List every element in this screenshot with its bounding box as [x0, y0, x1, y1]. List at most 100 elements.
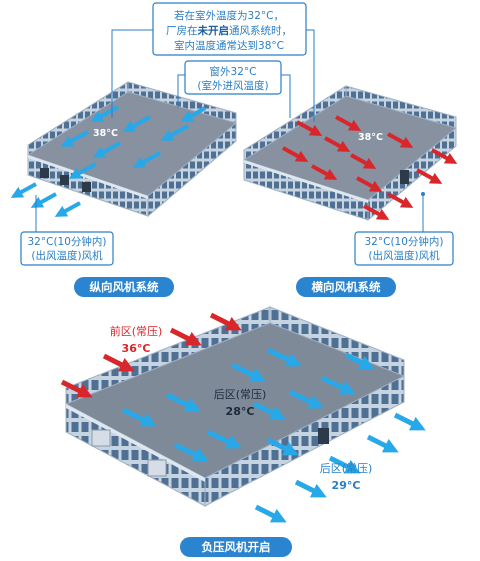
bottom-building: 前区(常压) 36°C 后区(常压) 28°C 后区(常压) 29°C — [60, 306, 426, 523]
right-building-front-parapet — [244, 160, 368, 203]
section-label-negative-pressure: 负压风机开启 — [180, 537, 292, 557]
airflow-arrow — [363, 204, 390, 220]
airflow-arrow — [296, 120, 323, 136]
airflow-arrow — [68, 162, 97, 179]
top-callout-leader-right — [306, 29, 315, 122]
airflow-arrow — [206, 429, 242, 449]
airflow-arrow — [54, 201, 81, 217]
longitudinal-pill — [74, 277, 174, 297]
left-building-temp: 38°C — [93, 128, 118, 139]
airflow-arrow — [209, 312, 242, 331]
window-callout-box — [184, 60, 282, 95]
left-building-fan — [60, 175, 69, 185]
mid-zone-temp: 28°C — [226, 405, 255, 418]
top-callout-box — [152, 2, 307, 56]
mid-zone-label: 后区(常压) — [214, 388, 267, 401]
top-callout-line2: 厂房在未开启通风系统时， — [166, 24, 292, 37]
left-outlet-label-line2: (出风温度)风机 — [31, 249, 103, 262]
airflow-arrow — [344, 352, 375, 370]
airflow-arrow — [60, 379, 93, 398]
airflow-arrow — [230, 362, 266, 382]
longitudinal-label: 纵向风机系统 — [90, 280, 159, 294]
airflow-arrow — [328, 455, 361, 474]
bottom-building-floor — [66, 323, 404, 478]
left-building-fan — [82, 182, 91, 192]
airflow-arrow — [160, 124, 189, 141]
bottom-building-front-parapet — [66, 404, 205, 482]
airflow-arrow — [180, 106, 207, 123]
bottom-building-door — [147, 459, 167, 477]
top-callout: 若在室外温度为32°C， 厂房在未开启通风系统时， 室内温度通常达到38°C — [111, 2, 315, 122]
negative-pressure-pill — [180, 537, 292, 557]
top-callout-leader-left — [111, 29, 153, 118]
right-building-temp: 38°C — [358, 132, 383, 143]
airflow-arrow — [90, 105, 119, 122]
right-building-fan — [400, 170, 409, 184]
back-zone-temp: 29°C — [332, 479, 361, 492]
transverse-pill — [296, 277, 396, 297]
right-outlet-label-line2: (出风温度)风机 — [368, 249, 440, 262]
airflow-arrow — [122, 115, 151, 132]
airflow-arrow — [335, 115, 362, 131]
right-building-airflow-arrows — [282, 115, 458, 220]
airflow-arrow — [282, 146, 309, 162]
back-zone-label: 后区(常压) — [320, 462, 373, 475]
airflow-arrow — [165, 392, 201, 412]
airflow-arrow — [10, 182, 37, 198]
window-callout-leader-left — [177, 74, 185, 108]
front-zone-label: 前区(常压) — [110, 324, 163, 338]
bottom-building-fan — [318, 428, 329, 444]
airflow-arrow — [320, 375, 356, 395]
airflow-arrow — [431, 148, 458, 164]
bottom-building-door — [91, 429, 111, 447]
right-outlet-label-line1: 32°C(10分钟内) — [365, 235, 444, 248]
airflow-arrow — [169, 327, 202, 346]
airflow-arrow — [366, 434, 399, 453]
airflow-arrow — [387, 132, 414, 148]
window-callout-line2: (室外进风温度) — [197, 79, 268, 92]
transverse-label: 横向风机系统 — [312, 280, 381, 294]
section-label-transverse: 横向风机系统 — [296, 277, 396, 297]
airflow-arrow — [252, 401, 286, 420]
bottom-intake-arrows — [60, 312, 242, 398]
left-building-fan — [40, 168, 49, 178]
right-outlet-leader-dot — [421, 192, 425, 196]
bottom-building-left-wall — [65, 306, 271, 405]
airflow-arrow — [350, 153, 377, 169]
airflow-arrow — [288, 389, 324, 409]
window-callout-line1: 窗外32°C — [210, 65, 257, 78]
section-label-longitudinal: 纵向风机系统 — [74, 277, 174, 297]
airflow-arrow — [132, 151, 161, 168]
airflow-arrow — [60, 130, 89, 147]
airflow-arrow — [173, 442, 209, 462]
airflow-arrow — [387, 192, 414, 208]
right-building-left-wall — [243, 85, 347, 161]
left-outlet-label-line1: 32°C(10分钟内) — [28, 235, 107, 248]
window-callout-leader-right — [281, 74, 291, 118]
right-building: 38°C 32°C(10分钟内) (出风温度)风机 — [243, 85, 458, 266]
airflow-arrow — [416, 168, 443, 184]
left-building: 38°C 32°C(10分钟内) (出风温度)风机 — [10, 81, 237, 266]
bottom-building-airflow-arrows — [121, 347, 375, 462]
window-callout: 窗外32°C (室外进风温度) — [177, 60, 291, 118]
airflow-arrow — [393, 412, 426, 431]
airflow-arrow — [121, 407, 157, 427]
top-callout-line3: 室内温度通常达到38°C — [174, 39, 284, 52]
negative-pressure-label: 负压风机开启 — [202, 540, 271, 554]
airflow-arrow — [294, 479, 327, 498]
airflow-arrow — [356, 176, 383, 192]
airflow-arrow — [311, 164, 338, 180]
right-outlet-label-box — [354, 231, 454, 266]
left-building-airflow-arrows — [10, 105, 207, 217]
airflow-arrow — [324, 136, 351, 152]
bottom-exhaust-arrows — [254, 412, 426, 523]
left-outlet-label-box — [20, 231, 114, 266]
left-building-front-parapet — [28, 155, 148, 199]
airflow-arrow — [102, 353, 135, 372]
airflow-arrow — [92, 141, 121, 158]
airflow-arrow — [254, 504, 287, 523]
top-callout-line1: 若在室外温度为32°C， — [174, 9, 284, 22]
airflow-arrow — [266, 437, 299, 456]
